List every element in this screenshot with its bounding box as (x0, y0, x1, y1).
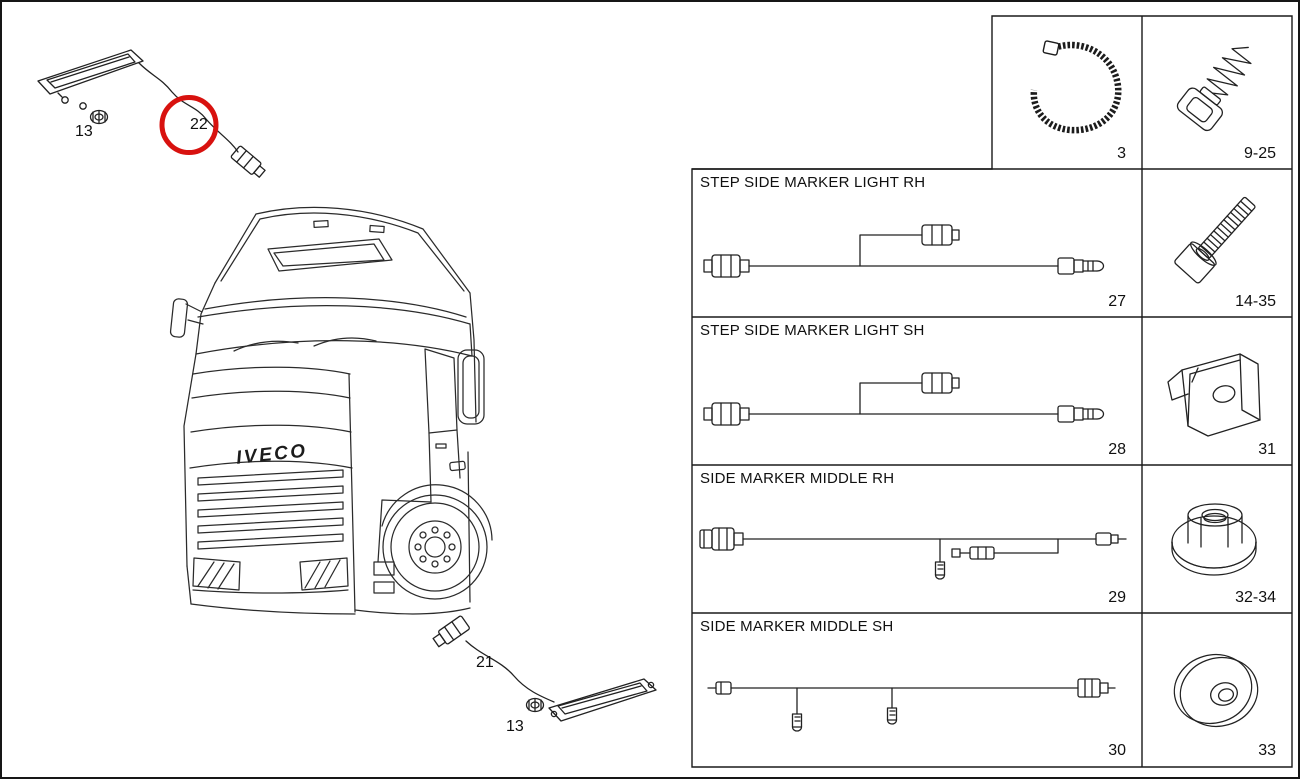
lamp-body-top (46, 53, 136, 89)
harness-connector-top (230, 145, 266, 178)
harness-cable-top (138, 62, 239, 153)
part-number-31: 31 (1258, 441, 1276, 458)
part-number-3: 3 (1117, 145, 1126, 162)
screw-drawing (1176, 46, 1252, 132)
flange-nut-drawing (1171, 503, 1257, 576)
bolt-drawing (1174, 196, 1256, 284)
side-marker-lamp-assembly-top (37, 49, 266, 178)
middle-marker-harness-rh-drawing (699, 527, 1127, 580)
grommet-washer-drawing (1173, 653, 1259, 728)
wheel-arch (381, 484, 493, 541)
headlight-right (299, 557, 349, 591)
harness-cable-bottom (465, 640, 555, 703)
callout-label-harness-top: 22 (190, 116, 208, 133)
lamp-body-bottom (557, 682, 648, 715)
part-number-32-34: 32-34 (1235, 589, 1276, 606)
wiper-left (233, 340, 299, 352)
front-wheel (382, 494, 488, 600)
harness-connector-bottom (432, 615, 470, 648)
panel-title-middle-marker-sh: SIDE MARKER MIDDLE SH (700, 618, 894, 635)
part-number-30: 30 (1108, 742, 1126, 759)
door-window (424, 348, 458, 434)
lamp-bracket-top (37, 49, 144, 95)
step-marker-harness-rh-drawing (703, 224, 1105, 278)
callout-label-harness-bottom: 21 (476, 654, 494, 671)
step-marker-harness-sh-drawing (703, 372, 1105, 426)
catalog-grid (691, 15, 1293, 768)
part-number-28: 28 (1108, 441, 1126, 458)
headlight-left (192, 557, 241, 591)
part-number-29: 29 (1108, 589, 1126, 606)
roof-hatch (267, 238, 393, 272)
part-number-27: 27 (1108, 293, 1126, 310)
truck-brand-text: IVECO (235, 440, 308, 468)
mirror-right (457, 349, 485, 425)
part-number-33: 33 (1258, 742, 1276, 759)
lamp-bracket-bottom (548, 678, 657, 722)
panel-title-step-marker-sh: STEP SIDE MARKER LIGHT SH (700, 322, 925, 339)
callout-label-grommet-top: 13 (75, 123, 93, 140)
cable-tie-drawing (1030, 40, 1122, 134)
truck-illustration: IVECO (169, 206, 493, 615)
panel-title-middle-marker-rh: SIDE MARKER MIDDLE RH (700, 470, 895, 487)
part-number-14-35: 14-35 (1235, 293, 1276, 310)
part-number-9-25: 9-25 (1243, 145, 1276, 162)
mirror-left (169, 298, 204, 338)
middle-marker-harness-sh-drawing (707, 678, 1116, 732)
grommet-bottom (525, 697, 545, 713)
highlight-circle (159, 95, 219, 155)
grommet-top (89, 109, 109, 125)
clip-drawing (1167, 353, 1261, 437)
grille-slats (197, 469, 344, 550)
side-marker-lamp-assembly-bottom (432, 615, 657, 722)
callout-label-grommet-bottom: 13 (506, 718, 524, 735)
panel-title-step-marker-rh: STEP SIDE MARKER LIGHT RH (700, 174, 926, 191)
wiper-right (313, 337, 377, 347)
step-marker-light-location (449, 460, 466, 472)
